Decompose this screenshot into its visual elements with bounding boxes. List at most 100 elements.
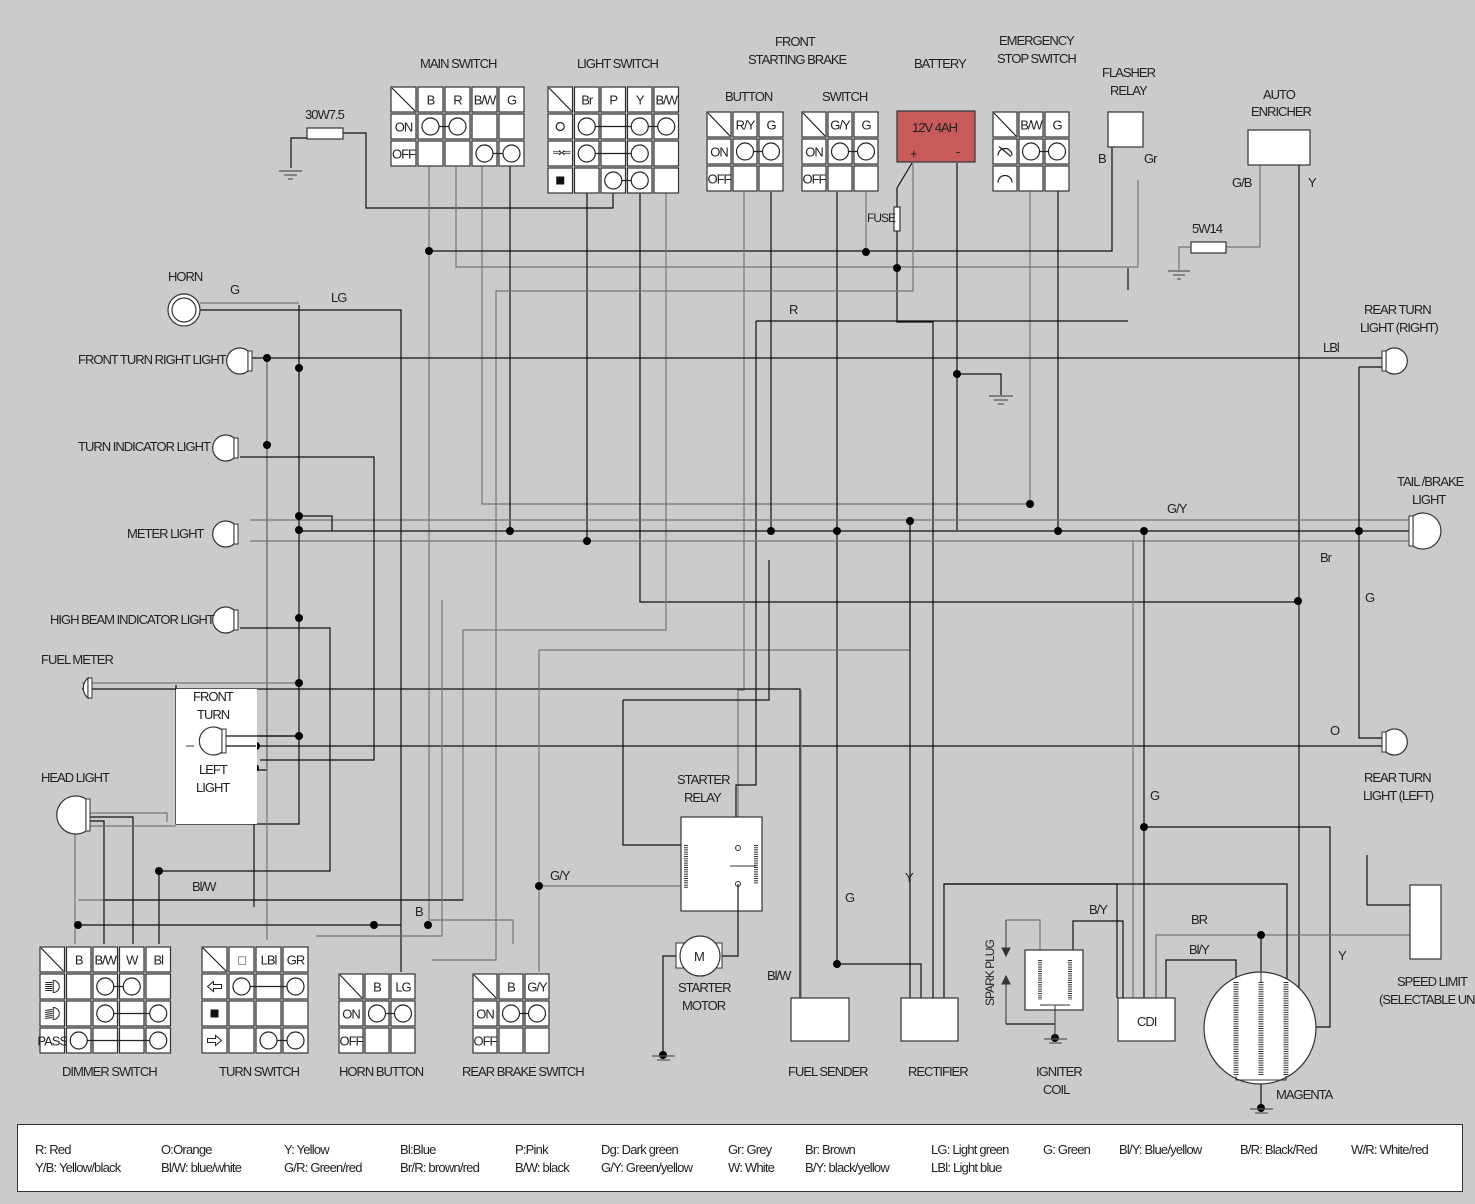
legend-entry: Br: Brown [805, 1142, 856, 1157]
legend-entry: Bl/W: blue/white [161, 1160, 242, 1175]
switch-contact [367, 1004, 387, 1023]
switch-header: G/Y [527, 980, 548, 995]
magneto [1203, 970, 1317, 1085]
switch-header: P [609, 93, 617, 108]
legend-entry: P:Pink [515, 1142, 549, 1157]
legend-entry: R: Red [35, 1142, 71, 1157]
switch-row-label: OFF [708, 172, 732, 187]
switch-header: LBl [261, 953, 278, 968]
switch-row-label: ON [476, 1007, 494, 1022]
starter-motor-label-1: STARTER [678, 980, 731, 995]
main-switch-title: MAIN SWITCH [420, 56, 497, 71]
resistor-30w [306, 127, 344, 140]
switch-header: B [427, 93, 435, 108]
starter-relay-label-2: RELAY [684, 790, 722, 805]
wire-label: Bl/W [767, 968, 792, 983]
switch-header: R [453, 93, 462, 108]
battery: 12V 4AH + - [896, 110, 976, 163]
switch-contact [1021, 142, 1041, 161]
wire-label: B/Y [1089, 902, 1108, 917]
flasher-relay-label-1: FLASHER [1102, 65, 1156, 80]
emergency-title-1: EMERGENCY [999, 33, 1075, 48]
legend-entry: Y: Yellow [284, 1142, 330, 1157]
legend-entry: W/R: White/red [1351, 1142, 1429, 1157]
starter-relay [680, 816, 763, 957]
legend-entry: LG: Light green [931, 1142, 1009, 1157]
legend-entry: Bl/Y: Blue/yellow [1119, 1142, 1202, 1157]
switch-header: B/W [94, 953, 117, 968]
starter-motor-label-2: MOTOR [682, 998, 726, 1013]
meter-light [212, 520, 239, 548]
front-turn-left-panel [176, 689, 257, 824]
wire-label: B [1098, 151, 1106, 166]
wire-label: Y [1338, 948, 1347, 963]
front-turn-right-light [226, 347, 253, 375]
switch-contact [149, 1031, 168, 1050]
switch-header: R/Y [736, 118, 756, 133]
wire-label: LBl [1323, 340, 1340, 355]
switch-contact [286, 1031, 305, 1050]
switch-header: □ [238, 953, 246, 968]
tail-brake-label-1: TAIL /BRAKE [1397, 474, 1465, 489]
high-beam-indicator-light [212, 606, 239, 634]
switch-contact [286, 977, 305, 996]
wire-labels: G LG R B Gr G/B Y LBl G/Y Br G O G Bl/W … [192, 151, 1376, 983]
wire-label: O [1330, 723, 1340, 738]
switch-contact [475, 144, 494, 163]
rectifier-label: RECTIFIER [908, 1064, 968, 1079]
fuse-label: FUSE [867, 211, 896, 225]
wire-label: G [1365, 590, 1375, 605]
legend-entry: Bl:Blue [400, 1142, 436, 1157]
switch-contact [122, 977, 141, 996]
rear-turn-left-label-1: REAR TURN [1364, 770, 1431, 785]
meter-light-label: METER LIGHT [127, 526, 204, 541]
legend-entry: O:Orange [161, 1142, 212, 1157]
wire-label: G/B [1232, 175, 1252, 190]
legend-entry: B/R: Black/Red [1240, 1142, 1318, 1157]
wire-label: G [1150, 788, 1160, 803]
tail-brake-light [1408, 512, 1442, 550]
svg-text:⇒⇐: ⇒⇐ [552, 146, 571, 160]
switch-contact [527, 1004, 547, 1023]
fuel-meter-label: FUEL METER [41, 652, 113, 667]
head-light-label: HEAD LIGHT [41, 770, 110, 785]
front-brake-title-2: STARTING BRAKE [748, 52, 848, 67]
legend-entry: W: White [728, 1160, 775, 1175]
switch-contact [856, 142, 876, 161]
high-beam-icon [45, 979, 60, 994]
switch-contact [735, 142, 755, 161]
legend-entry: Br/R: brown/red [400, 1160, 480, 1175]
switch-contact [830, 142, 850, 161]
switch-header: Br [581, 93, 594, 108]
light-switch-title: LIGHT SWITCH [577, 56, 659, 71]
rear-turn-right-label-1: REAR TURN [1364, 302, 1431, 317]
switch-row-label: ON [710, 145, 728, 160]
switch-row-label: ON [805, 145, 823, 160]
battery-plus: + [910, 146, 917, 161]
switch-contact [393, 1004, 413, 1023]
horn [167, 293, 201, 327]
legend-entry: B/Y: black/yellow [805, 1160, 890, 1175]
igniter-coil-label-2: COIL [1043, 1082, 1070, 1097]
switch-contact [96, 977, 115, 996]
ground-icon [989, 395, 1013, 405]
legend-entry: G: Green [1043, 1142, 1091, 1157]
off-square-icon [556, 176, 565, 185]
wire-label: Gr [1144, 151, 1158, 166]
sun-icon [555, 121, 565, 132]
wires [74, 132, 1412, 1110]
legend-column: Bl/Y: Blue/yellow [1119, 1141, 1202, 1159]
turn-indicator-label: TURN INDICATOR LIGHT [78, 439, 211, 454]
brake-button-title: BUTTON [725, 89, 773, 104]
switch-row-label: OFF [392, 147, 416, 162]
switch-row-label: OFF [474, 1034, 498, 1049]
